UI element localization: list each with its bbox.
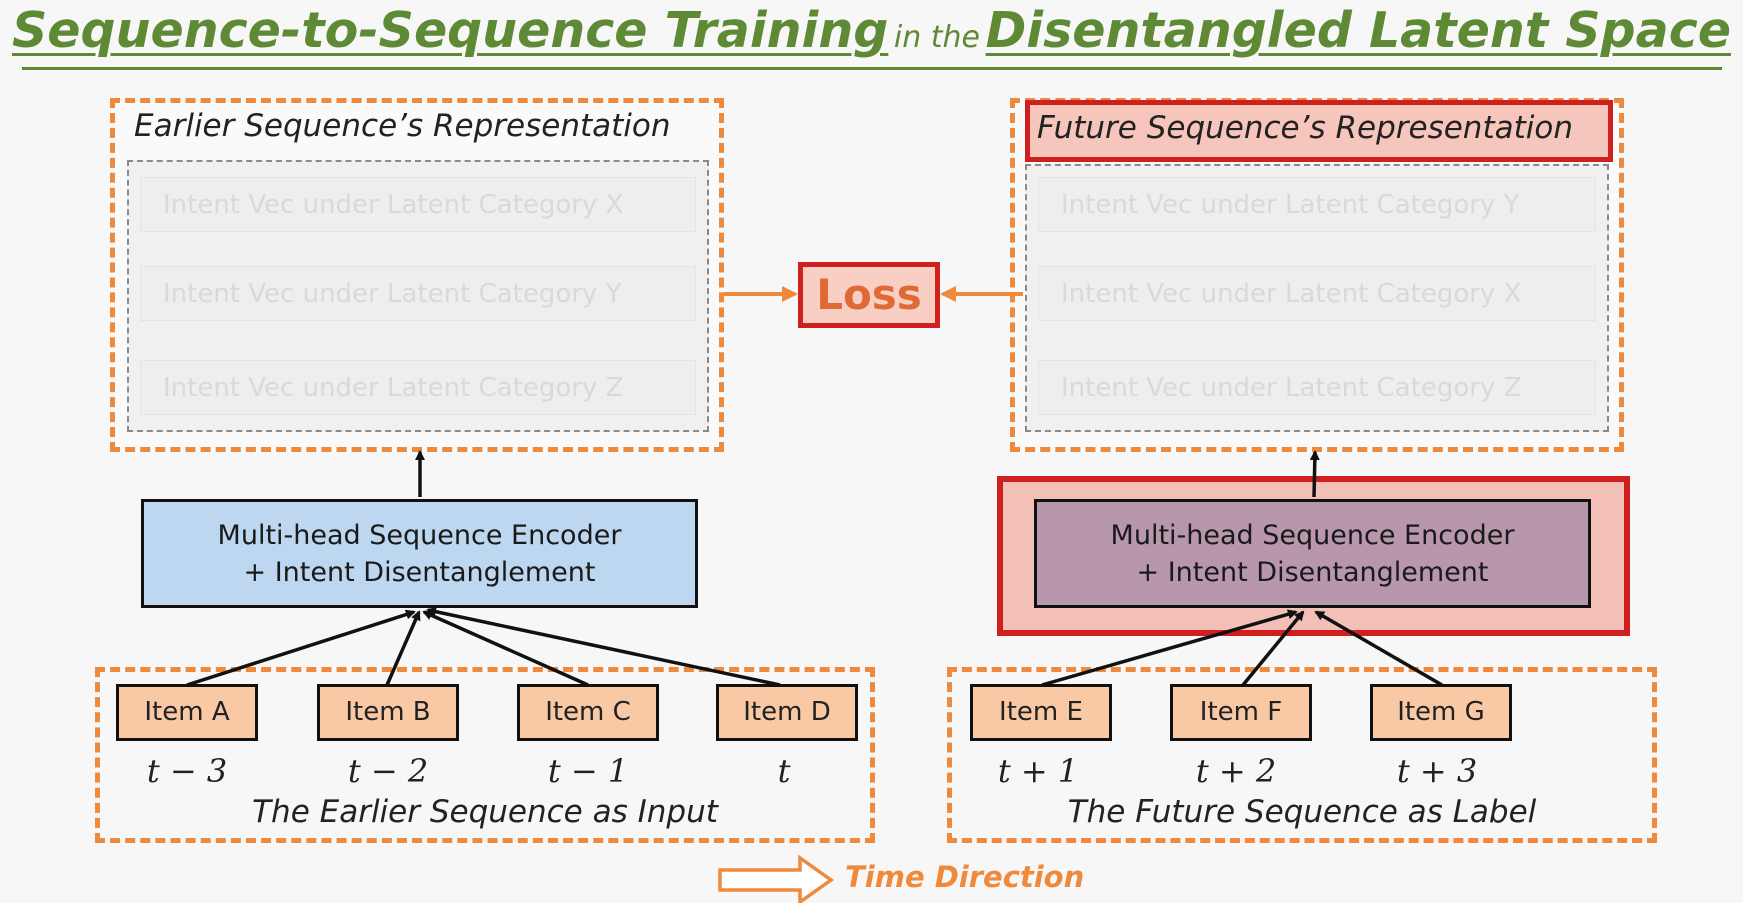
time-label: t − 2: [347, 752, 429, 790]
page-title: Sequence-to-Sequence Training in the Dis…: [0, 2, 1743, 59]
future-intent-vector-row: Intent Vec under Latent Category X: [1038, 266, 1596, 321]
encoder-subtitle: + Intent Disentanglement: [1136, 556, 1489, 588]
earlier-sequence-caption: The Earlier Sequence as Input: [252, 794, 718, 830]
earlier-intent-vector-row: Intent Vec under Latent Category Z: [140, 360, 696, 415]
arrow-item-g-to-encoder: [1314, 610, 1443, 687]
arrow-item-e-to-encoder: [1041, 609, 1298, 687]
time-label: t − 3: [146, 752, 228, 790]
item-box-g: Item G: [1370, 684, 1512, 741]
future-intent-vector-row: Intent Vec under Latent Category Z: [1038, 360, 1596, 415]
time-direction-label: Time Direction: [845, 860, 1085, 894]
encoder-title: Multi-head Sequence Encoder: [217, 519, 622, 551]
title-part-3: Disentangled Latent Space: [985, 2, 1731, 59]
earlier-intent-vector-row: Intent Vec under Latent Category Y: [140, 266, 696, 321]
title-underline: [22, 67, 1722, 70]
earlier-sequence-encoder: Multi-head Sequence Encoder + Intent Dis…: [141, 499, 698, 608]
item-box-e: Item E: [970, 684, 1112, 741]
arrow-item-f-to-encoder: [1241, 610, 1305, 687]
earlier-representation-header: Earlier Sequence’s Representation: [134, 108, 671, 144]
future-sequence-caption: The Future Sequence as Label: [1067, 794, 1537, 830]
item-box-d: Item D: [716, 684, 858, 741]
future-representation-header: Future Sequence’s Representation: [1037, 110, 1573, 146]
earlier-sequence-container: [95, 667, 875, 843]
arrow-encoder-to-future-representation: [1309, 450, 1320, 498]
future-representation-header-highlight: [1025, 100, 1613, 162]
time-direction-arrow: [718, 854, 835, 903]
earlier-intent-vector-row: Intent Vec under Latent Category X: [140, 177, 696, 232]
arrow-item-b-to-encoder: [385, 610, 421, 686]
time-label: t + 1: [997, 752, 1079, 790]
time-label: t + 3: [1396, 752, 1478, 790]
encoder-title: Multi-head Sequence Encoder: [1110, 519, 1515, 551]
future-sequence-container: [947, 667, 1657, 843]
arrow-item-c-to-encoder: [422, 610, 589, 687]
title-part-2: in the: [893, 20, 981, 55]
arrow-item-a-to-encoder: [186, 609, 416, 687]
encoder-subtitle: + Intent Disentanglement: [243, 556, 596, 588]
future-intent-vector-row: Intent Vec under Latent Category Y: [1038, 177, 1596, 232]
item-box-b: Item B: [317, 684, 459, 741]
arrow-item-d-to-encoder: [426, 606, 781, 687]
item-box-f: Item F: [1170, 684, 1312, 741]
item-box-a: Item A: [116, 684, 258, 741]
time-label: t: [777, 752, 791, 790]
time-label: t + 2: [1195, 752, 1277, 790]
loss-box: Loss: [798, 262, 940, 328]
title-part-1: Sequence-to-Sequence Training: [12, 2, 889, 59]
time-label: t − 1: [547, 752, 629, 790]
future-sequence-encoder: Multi-head Sequence Encoder + Intent Dis…: [1034, 499, 1591, 608]
item-box-c: Item C: [517, 684, 659, 741]
